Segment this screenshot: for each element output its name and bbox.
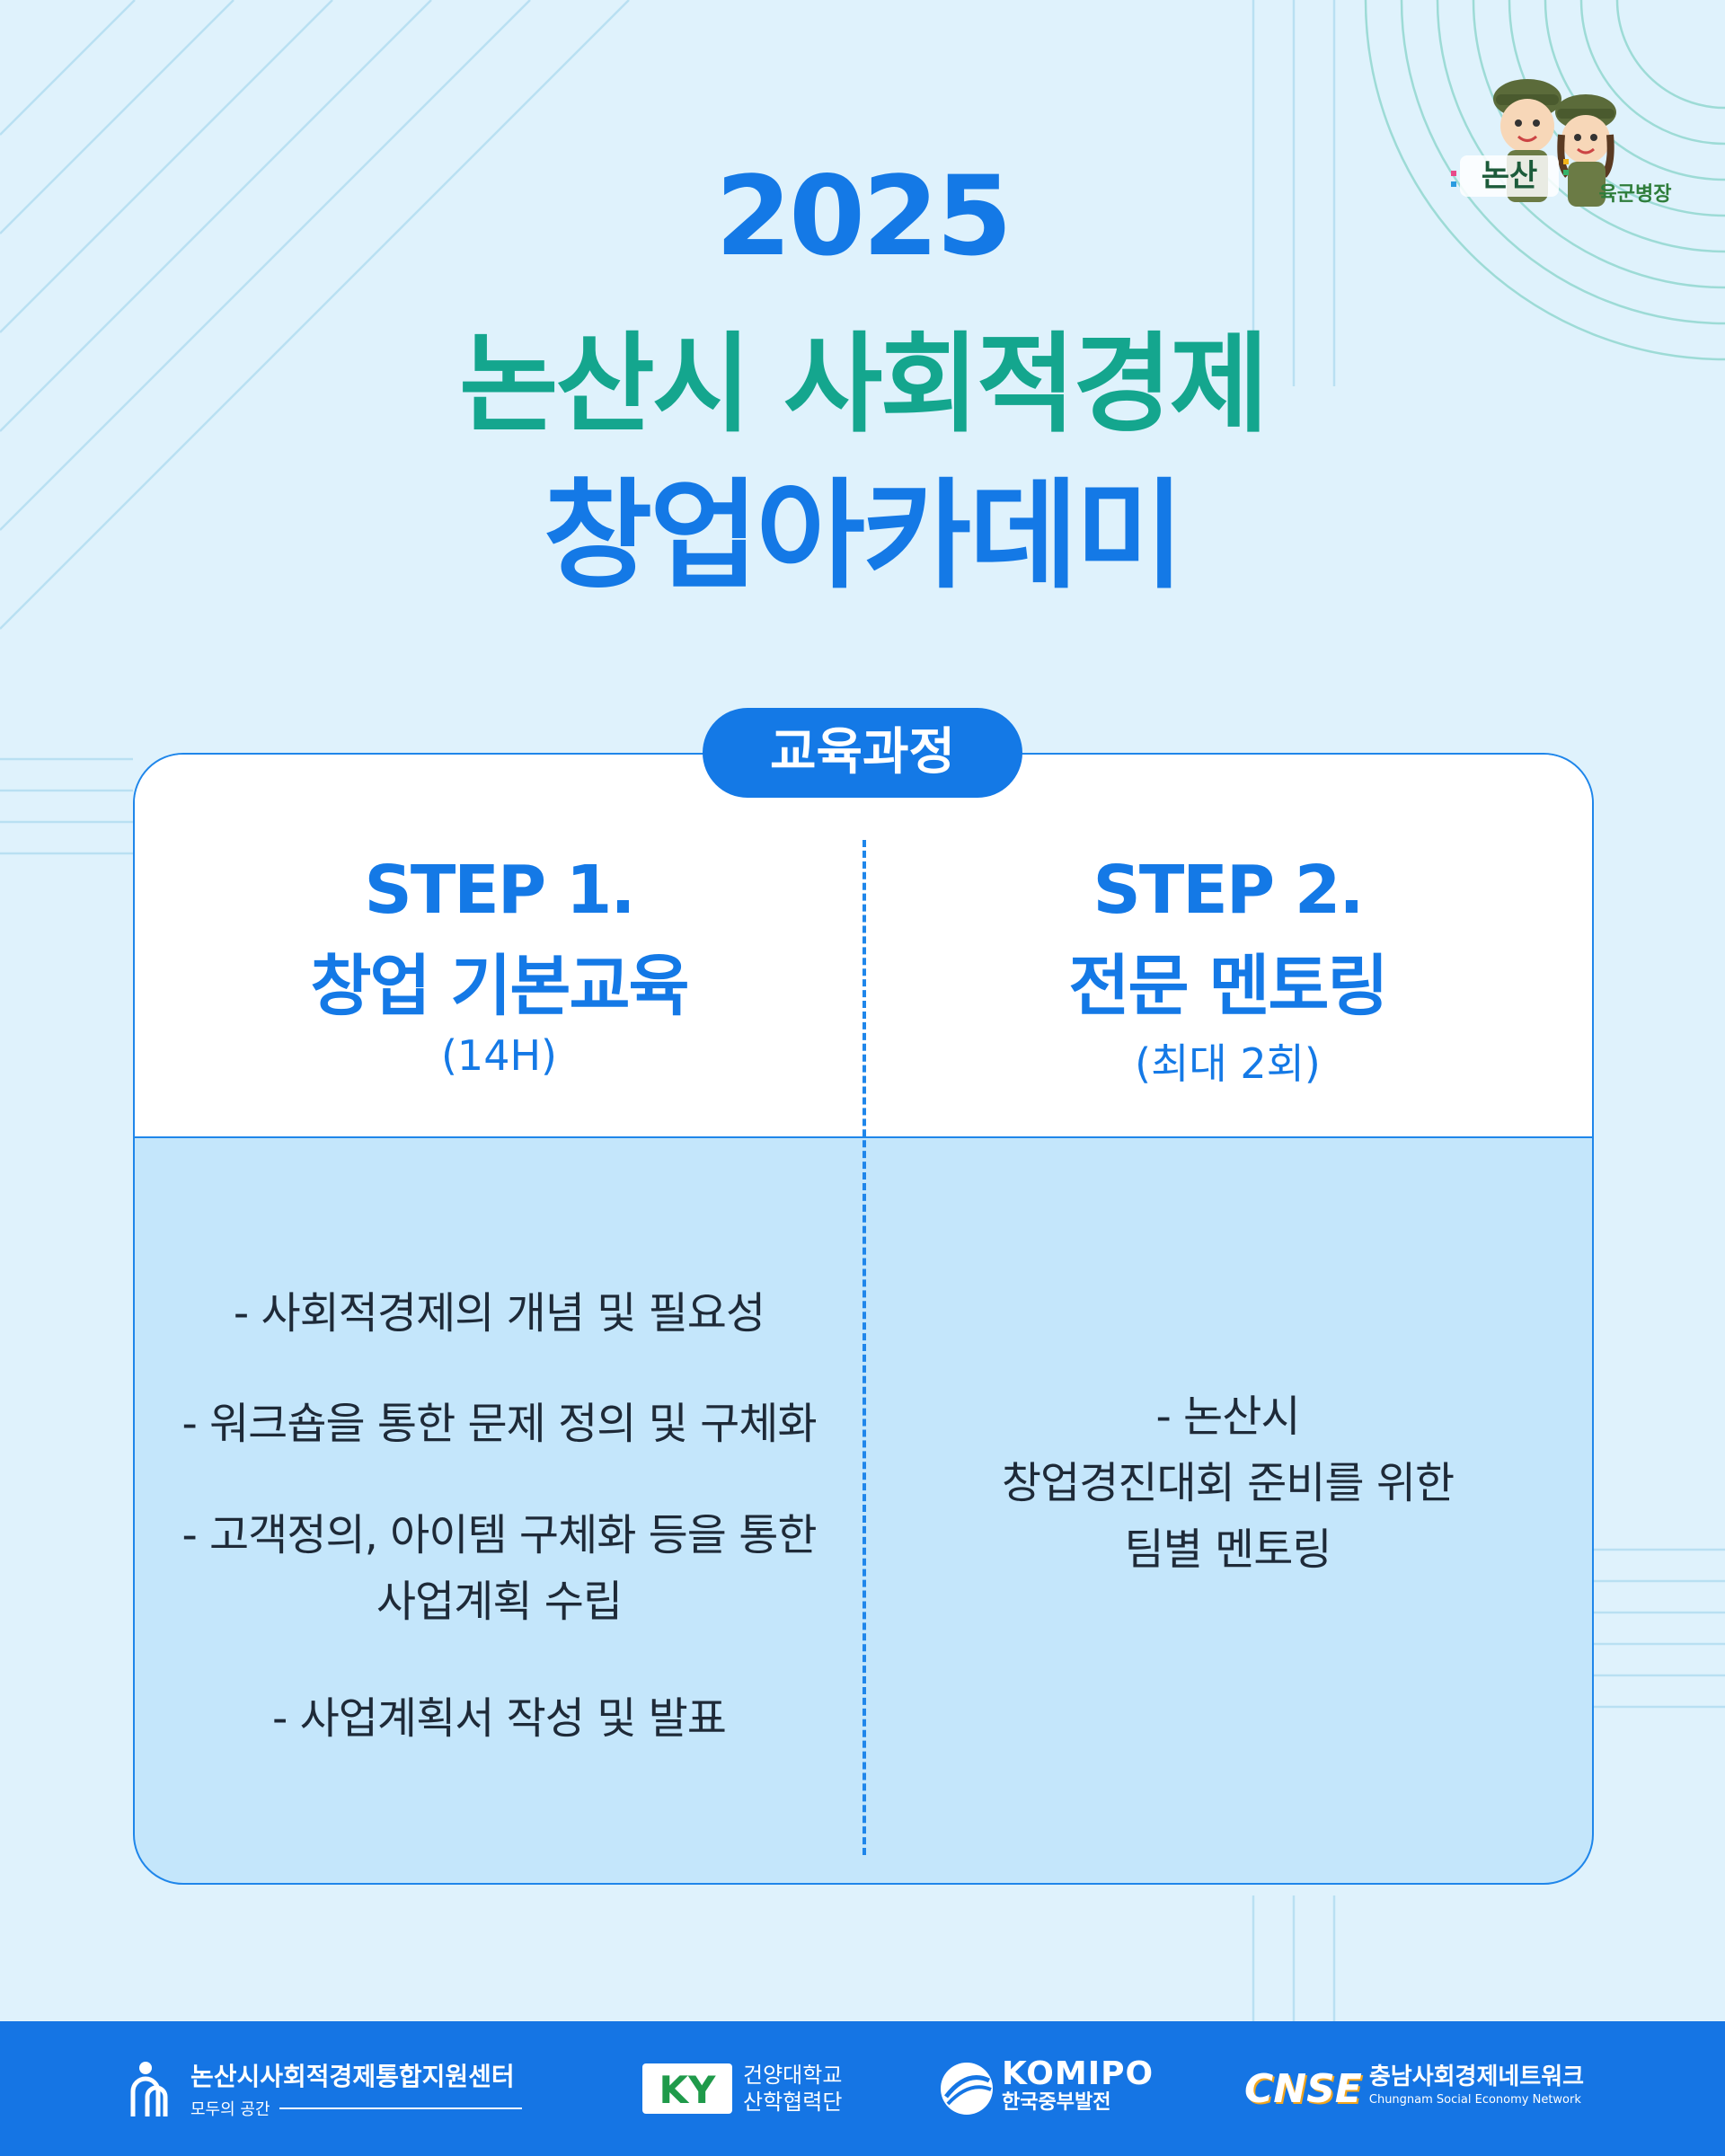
mascot-logo-text: 논산	[1482, 158, 1538, 194]
city-brand-mark: 논산 육군병장	[1451, 155, 1671, 206]
step-1-duration: (14H)	[440, 1031, 557, 1080]
mascot-slogan: 육군병장	[1599, 183, 1672, 206]
step-2-item: - 논산시	[1155, 1392, 1300, 1442]
partner-sub: Chungnam Social Economy Network	[1368, 2093, 1581, 2107]
step-1-item: - 사회적경제의 개념 및 필요성	[233, 1288, 765, 1339]
step-2-name: 전문 멘토링	[1068, 948, 1388, 1025]
konyang-mark: KY	[659, 2068, 717, 2112]
partner-name: 논산시사회적경제통합지원센터	[190, 2062, 515, 2091]
partner-logo-cnse: CNSE 충남사회경제네트워크 Chungnam Social Economy …	[1244, 2021, 1584, 2156]
title-line-2: 창업아카데미	[543, 467, 1185, 605]
title-year: 2025	[715, 153, 1013, 280]
partner-logo-komipo: KOMIPO 한국중부발전	[939, 2021, 1154, 2156]
partner-logo-konyang: KY 건양대학교 산학협력단	[642, 2021, 842, 2156]
center-emblem-icon	[130, 2062, 168, 2116]
step-1-label: STEP 1.	[364, 852, 636, 929]
column-divider	[862, 840, 866, 1855]
curriculum-card: STEP 1. 창업 기본교육 (14H) - 사회적경제의 개념 및 필요성 …	[133, 753, 1594, 1885]
partner-name: 건양대학교	[743, 2063, 843, 2088]
step-2-item-continued: 팀별 멘토링	[1124, 1524, 1331, 1575]
title-line-1: 논산시 사회적경제	[459, 323, 1269, 447]
konyang-emblem-icon: KY	[642, 2063, 732, 2114]
curriculum-badge: 교육과정	[703, 708, 1022, 798]
partner-name: 충남사회경제네트워크	[1368, 2063, 1585, 2090]
step-2-item-continued: 창업경진대회 준비를 위한	[1001, 1458, 1455, 1508]
partner-sub: 모두의 공간	[190, 2100, 270, 2119]
step-1-item: - 고객정의, 아이템 구체화 등을 통한	[181, 1510, 817, 1560]
step-1-item-continued: 사업계획 수립	[376, 1577, 623, 1627]
step-1-name: 창업 기본교육	[310, 948, 689, 1025]
partner-sub: 산학협력단	[743, 2090, 843, 2115]
step-2-label: STEP 2.	[1092, 852, 1365, 929]
city-mascot-logo: 논산 육군병장	[1442, 49, 1685, 229]
step-1-item: - 워크숍을 통한 문제 정의 및 구체화	[181, 1399, 817, 1449]
partner-name: KOMIPO	[1002, 2055, 1154, 2092]
partner-sub: 한국중부발전	[1002, 2091, 1111, 2114]
step-1-item: - 사업계획서 작성 및 발표	[272, 1693, 727, 1744]
partner-logo-nonsan-center: 논산시사회적경제통합지원센터 모두의 공간	[126, 2021, 522, 2156]
komipo-globe-icon	[941, 2063, 993, 2115]
partner-footer: 논산시사회적경제통합지원센터 모두의 공간 KY 건양대학교 산학협력단 KOM…	[0, 2021, 1725, 2156]
step-2-count: (최대 2회)	[1135, 1039, 1321, 1088]
cnse-mark: CNSE	[1244, 2065, 1362, 2112]
